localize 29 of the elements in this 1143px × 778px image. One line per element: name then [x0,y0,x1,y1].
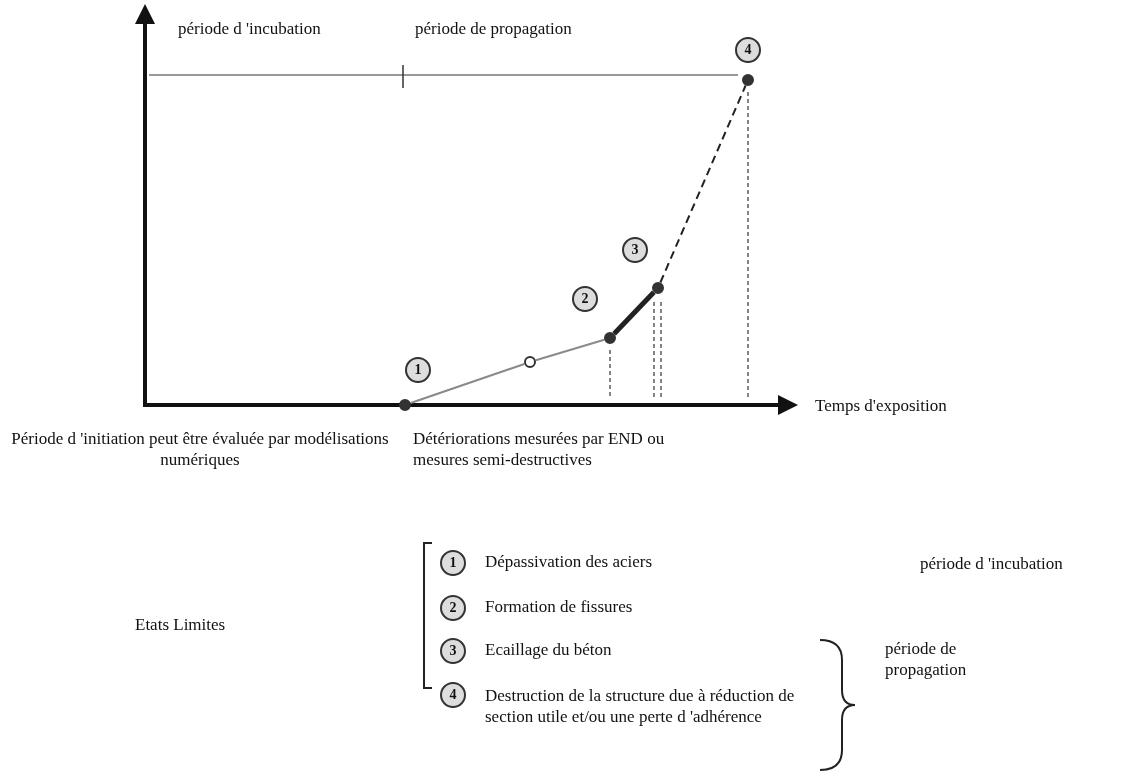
callout-number: 3 [440,638,466,664]
curve-segment [659,84,747,284]
data-point [399,399,411,411]
callout-number: 4 [440,682,466,708]
note-text: Période d 'initiation peut être évaluée par modélisations numériques [10,428,390,470]
legend-text: Ecaillage du béton [485,639,613,660]
legend-text: Formation de fissures [485,596,634,617]
group-label: Etats Limites [135,614,227,635]
curve-segment [409,362,526,405]
curve-segment [612,290,656,336]
period-label: période de propagation [415,18,573,39]
callout-number: 1 [440,550,466,576]
callout-number: 4 [735,37,761,63]
period-label: période de propagation [885,638,968,680]
callout-number: 2 [572,286,598,312]
legend-text: Dépassivation des aciers [485,551,654,572]
data-point [742,74,754,86]
data-point [524,356,536,368]
axis-label: Temps d'exposition [815,395,948,416]
period-label: période d 'incubation [920,553,1064,574]
data-point [604,332,616,344]
data-point [652,282,664,294]
legend-text: Destruction de la structure due à réduction de section utile et/ou une perte d 'adhérence [485,685,796,727]
curve-segment [534,338,606,362]
note-text: Détériorations mesurées par END ou mesures semi-destructives [413,428,666,470]
callout-number: 2 [440,595,466,621]
callout-number: 3 [622,237,648,263]
period-label: période d 'incubation [178,18,322,39]
callout-number: 1 [405,357,431,383]
